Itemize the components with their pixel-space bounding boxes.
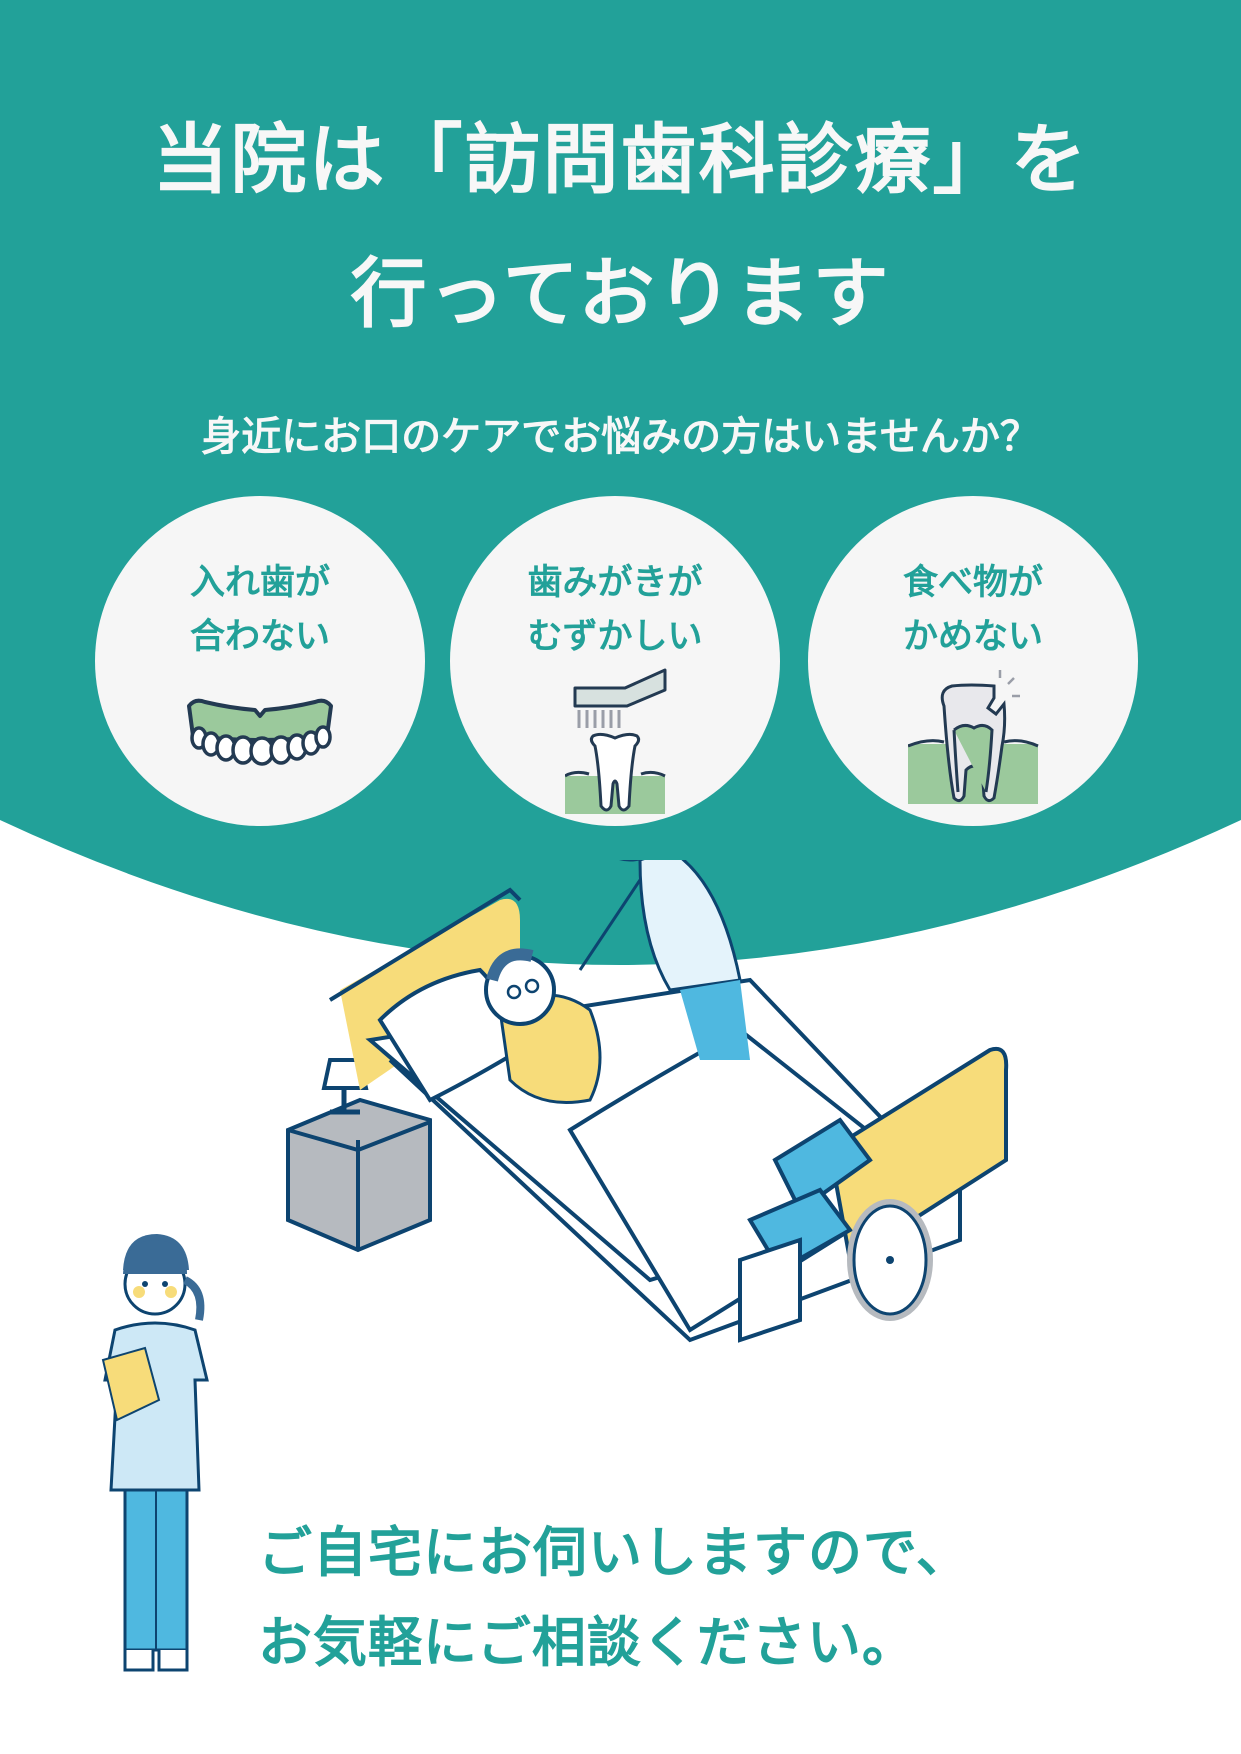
- nightstand-icon: [286, 1058, 432, 1253]
- denture-icon: [187, 698, 333, 766]
- page-title-line2: 行っております: [350, 249, 891, 338]
- concern-card-denture: 入れ歯が 合わない: [95, 496, 425, 826]
- patient-icon: [484, 948, 602, 1104]
- caregiver-icon: [578, 860, 750, 1060]
- concern-label-line2: かめない: [902, 617, 1043, 657]
- toothbrush-tooth-icon: [565, 668, 667, 814]
- page-title-line1: 当院は「訪問歯科診療」を: [152, 115, 1089, 204]
- concern-label-line1: 食べ物が: [902, 563, 1043, 603]
- concern-label-line2: むずかしい: [527, 617, 703, 657]
- closing-message-line1: ご自宅にお伺いしますので、: [258, 1521, 971, 1584]
- broken-tooth-icon: [908, 670, 1039, 804]
- concern-label-line2: 合わない: [189, 617, 330, 657]
- concern-label-line1: 歯みがきが: [527, 563, 703, 603]
- closing-message-line2: お気軽にご相談ください。: [258, 1611, 917, 1674]
- concern-card-brushing: 歯みがきが むずかしい: [450, 496, 780, 826]
- concern-label-line1: 入れ歯が: [189, 563, 330, 603]
- subtitle: 身近にお口のケアでお悩みの方はいませんか？: [201, 414, 1040, 460]
- concern-card-chewing: 食べ物が かめない: [808, 496, 1138, 826]
- standing-nurse-illustration: [101, 1234, 209, 1672]
- home-care-illustration: [286, 860, 1009, 1343]
- wheelchair-icon: [738, 1117, 933, 1343]
